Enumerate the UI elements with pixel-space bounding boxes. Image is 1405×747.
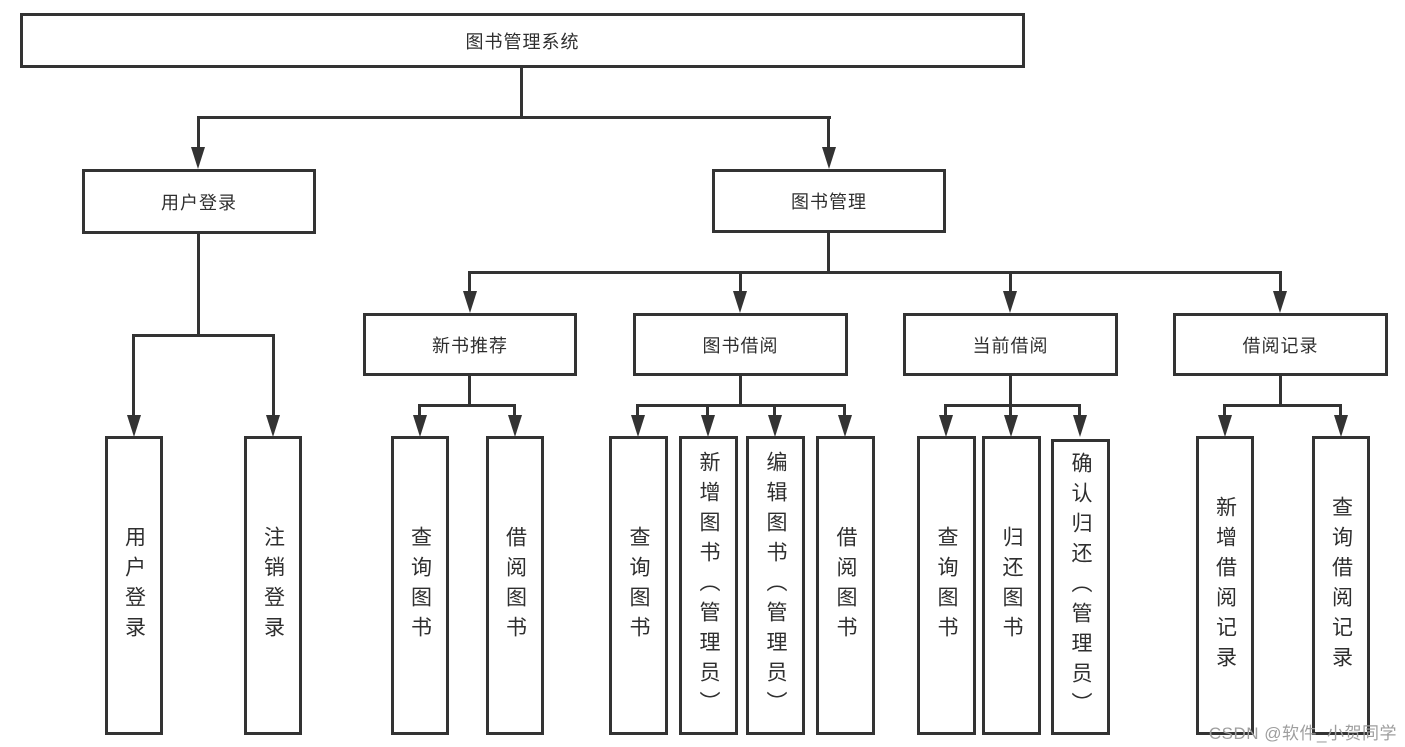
connector-line	[773, 404, 776, 418]
node-book-management: 图书管理	[712, 169, 946, 233]
arrow-down-icon	[701, 415, 715, 437]
node-borrow-records-label: 借阅记录	[1242, 335, 1319, 356]
connector-line	[944, 404, 947, 418]
arrow-down-icon	[1004, 415, 1018, 437]
arrow-down-icon	[631, 415, 645, 437]
connector-line	[827, 233, 830, 274]
connector-line	[468, 376, 471, 406]
watermark: CSDN @软件_小贺同学	[1208, 724, 1397, 743]
arrow-down-icon	[508, 415, 522, 437]
node-leaf-borrow-books-borrow-label: 借阅图书	[834, 525, 857, 646]
connector-line	[197, 234, 200, 336]
arrow-down-icon	[127, 415, 141, 437]
arrow-down-icon	[1334, 415, 1348, 437]
node-new-book-recommend-label: 新书推荐	[432, 335, 508, 356]
node-leaf-borrow-books-recommend: 借阅图书	[486, 436, 544, 735]
node-leaf-add-borrow-record-label: 新增借阅记录	[1213, 495, 1237, 676]
connector-line	[739, 376, 742, 406]
node-leaf-query-books-recommend: 查询图书	[391, 436, 449, 735]
arrow-down-icon	[191, 147, 205, 169]
connector-line	[469, 271, 1281, 274]
connector-line	[419, 404, 516, 407]
arrow-down-icon	[1218, 415, 1232, 437]
node-leaf-user-login: 用户登录	[105, 436, 163, 735]
connector-line	[132, 334, 135, 418]
arrow-down-icon	[733, 291, 747, 313]
connector-line	[739, 271, 742, 295]
connector-line	[1009, 376, 1012, 406]
node-leaf-borrow-books-recommend-label: 借阅图书	[503, 525, 527, 646]
node-leaf-confirm-return-admin-label: 确认归还（管理员）	[1069, 452, 1092, 722]
arrow-down-icon	[463, 291, 477, 313]
node-leaf-logout: 注销登录	[244, 436, 302, 735]
connector-line	[1224, 404, 1342, 407]
arrow-down-icon	[1273, 291, 1287, 313]
node-leaf-user-login-label: 用户登录	[122, 525, 146, 646]
connector-line	[636, 404, 639, 418]
node-leaf-add-book-admin: 新增图书（管理员）	[679, 436, 738, 735]
arrow-down-icon	[838, 415, 852, 437]
arrow-down-icon	[1003, 291, 1017, 313]
node-leaf-query-books-current: 查询图书	[917, 436, 976, 735]
arrow-down-icon	[1073, 415, 1087, 437]
connector-line	[520, 68, 523, 119]
arrow-down-icon	[939, 415, 953, 437]
arrow-down-icon	[266, 415, 280, 437]
node-book-borrow: 图书借阅	[633, 313, 848, 376]
node-leaf-add-book-admin-label: 新增图书（管理员）	[697, 450, 720, 721]
connector-line	[513, 404, 516, 418]
connector-line	[418, 404, 421, 418]
node-user-login-branch-label: 用户登录	[161, 192, 237, 213]
node-root-label: 图书管理系统	[465, 31, 580, 52]
node-leaf-add-borrow-record: 新增借阅记录	[1196, 436, 1254, 735]
node-leaf-query-books-current-label: 查询图书	[935, 525, 958, 646]
node-leaf-query-books-recommend-label: 查询图书	[408, 525, 432, 646]
node-book-management-label: 图书管理	[791, 192, 867, 212]
node-leaf-logout-label: 注销登录	[261, 525, 285, 646]
node-leaf-edit-book-admin: 编辑图书（管理员）	[746, 436, 805, 735]
node-borrow-records: 借阅记录	[1173, 313, 1388, 376]
connector-line	[468, 271, 471, 295]
connector-line	[197, 116, 831, 119]
arrow-down-icon	[822, 147, 836, 169]
connector-line	[197, 116, 200, 150]
node-current-borrow-label: 当前借阅	[972, 335, 1049, 356]
node-user-login-branch: 用户登录	[82, 169, 316, 234]
connector-line	[1223, 404, 1226, 418]
node-leaf-return-book-label: 归还图书	[1000, 525, 1023, 646]
node-leaf-query-books-borrow-label: 查询图书	[627, 525, 650, 646]
connector-line	[843, 404, 846, 418]
connector-line	[706, 404, 709, 418]
connector-line	[1339, 404, 1342, 418]
node-root: 图书管理系统	[20, 13, 1025, 68]
connector-line	[1009, 404, 1012, 418]
node-leaf-query-borrow-record: 查询借阅记录	[1312, 436, 1370, 735]
connector-line	[1009, 271, 1012, 295]
node-new-book-recommend: 新书推荐	[363, 313, 577, 376]
node-book-borrow-label: 图书借阅	[702, 335, 779, 356]
node-leaf-confirm-return-admin: 确认归还（管理员）	[1051, 439, 1110, 735]
node-leaf-query-borrow-record-label: 查询借阅记录	[1329, 495, 1353, 676]
node-leaf-borrow-books-borrow: 借阅图书	[816, 436, 875, 735]
connector-line	[272, 334, 275, 418]
connector-line	[637, 404, 846, 407]
connector-line	[1078, 404, 1081, 418]
arrow-down-icon	[413, 415, 427, 437]
node-leaf-return-book: 归还图书	[982, 436, 1041, 735]
connector-line	[945, 404, 1081, 407]
connector-line	[827, 116, 830, 150]
node-leaf-edit-book-admin-label: 编辑图书（管理员）	[764, 450, 787, 721]
connector-line	[1279, 271, 1282, 295]
arrow-down-icon	[768, 415, 782, 437]
node-leaf-query-books-borrow: 查询图书	[609, 436, 668, 735]
connector-line	[1279, 376, 1282, 406]
node-current-borrow: 当前借阅	[903, 313, 1118, 376]
connector-line	[132, 334, 275, 337]
